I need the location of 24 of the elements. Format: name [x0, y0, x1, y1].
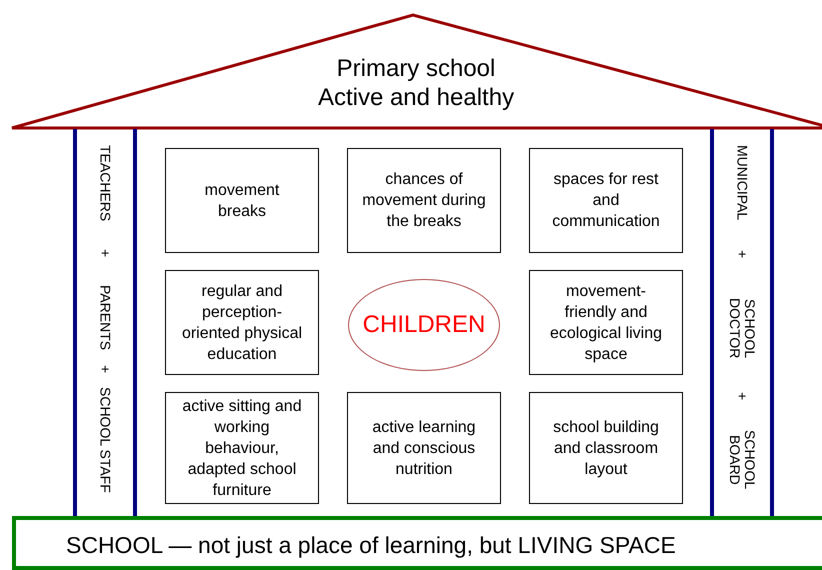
subtitle-text: Active and healthy — [318, 83, 514, 112]
pillar-label: TEACHERS — [98, 145, 112, 222]
plus-sign: + — [734, 392, 750, 401]
text-box: school building and classroom layout — [529, 392, 683, 504]
text-box: active learning and conscious nutrition — [347, 392, 501, 504]
pillar-label: SCHOOL BOARD — [727, 429, 757, 492]
text-box: movement-friendly and ecological living space — [529, 270, 683, 375]
pillar-label: SCHOOL STAFF — [98, 386, 112, 492]
text-box: movement breaks — [165, 148, 319, 253]
pillar-label: PARENTS — [98, 285, 112, 351]
plus-sign: + — [98, 364, 112, 373]
text-box: active sitting and working behaviour, adapted school furniture — [165, 392, 319, 504]
pillar — [710, 129, 774, 517]
ellipse-node: CHILDREN — [348, 279, 500, 371]
pillar-label: SCHOOL DOCTOR — [727, 297, 757, 361]
pillar — [73, 129, 137, 517]
foundation-box: SCHOOL — not just a place of learning, but LIVING SPACE — [12, 516, 822, 570]
pillar-label: MUNICIPAL — [734, 145, 750, 220]
plus-sign: + — [98, 249, 112, 258]
text-box: regular and perception-oriented physical education — [165, 270, 319, 375]
text-box: chances of movement during the breaks — [347, 148, 501, 253]
text-box: spaces for rest and communication — [529, 148, 683, 253]
plus-sign: + — [734, 250, 750, 258]
title-text: Primary school — [336, 54, 496, 83]
